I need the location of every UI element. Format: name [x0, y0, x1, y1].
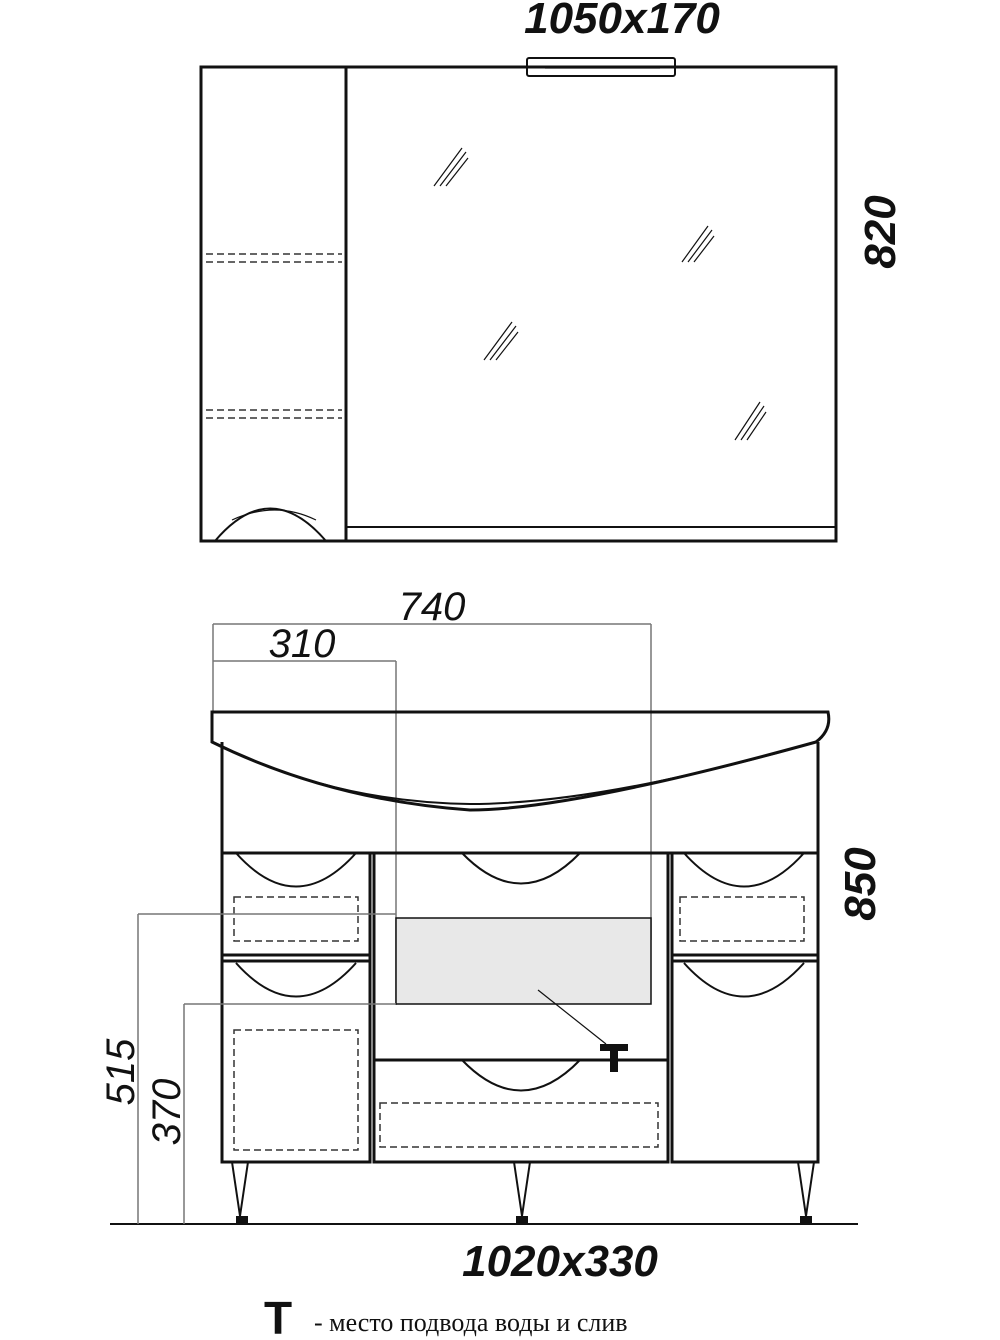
basin-countertop [210, 710, 831, 812]
basin-bowl-curve [212, 741, 817, 806]
left-door-dashed-insert [233, 1029, 359, 1151]
side-cabinet-handle-inner [231, 509, 317, 521]
mirror-height-label: 820 [856, 195, 905, 269]
left-upper-drawer [220, 851, 372, 963]
water-point-leader [537, 989, 607, 1045]
dimension-370: 370 [145, 1003, 396, 1224]
mirror-size-label: 1050x170 [524, 0, 720, 43]
water-point-marker [600, 1044, 628, 1072]
side-cabinet-handle [214, 507, 327, 542]
dashed-shelf-2 [206, 409, 342, 419]
legend: Т - место подвода воды и слив [264, 1292, 628, 1340]
legend-text: - место подвода воды и слив [314, 1308, 628, 1337]
center-upper-handle [461, 852, 581, 885]
vanity-legs [231, 1161, 815, 1224]
dimension-310-label: 310 [269, 622, 336, 666]
dimension-370-label: 370 [145, 1079, 189, 1146]
center-lower-handle [461, 1059, 581, 1092]
dimension-515-label: 515 [99, 1038, 143, 1105]
right-lower-door [670, 953, 820, 1164]
dimension-740-label: 740 [399, 585, 466, 629]
mirror-cabinet: 1050x170 [199, 0, 905, 543]
vanity-cabinet: 740 310 [99, 585, 885, 1286]
right-drawer-dashed-insert [679, 896, 805, 942]
mirror-cabinet-frame [199, 65, 838, 543]
center-lower-drawer [372, 1058, 670, 1164]
right-lower-handle [683, 962, 805, 998]
center-drawer-dashed-insert [379, 1102, 659, 1148]
right-upper-handle [683, 852, 805, 888]
mirror-reflection-marks [433, 147, 767, 441]
legend-mark: Т [264, 1292, 292, 1340]
dimension-515: 515 [99, 913, 396, 1224]
dashed-shelf-1 [206, 253, 342, 263]
siphon-recess-panel [395, 917, 652, 1005]
left-lower-door [220, 953, 372, 1164]
left-drawer-dashed-insert [233, 896, 359, 942]
right-upper-drawer [670, 851, 820, 963]
left-upper-handle [235, 852, 357, 888]
vanity-size-label: 1020x330 [462, 1237, 658, 1286]
left-lower-handle [235, 962, 357, 998]
vanity-height-label: 850 [836, 847, 885, 921]
